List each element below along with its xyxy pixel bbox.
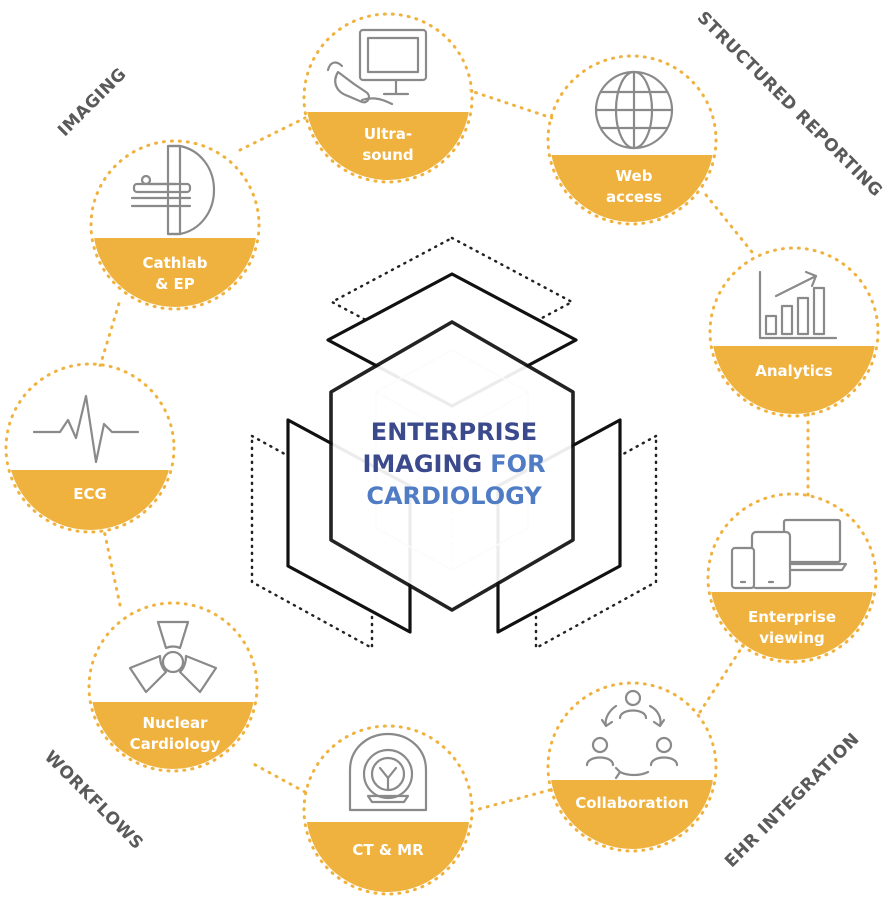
node-web-label-2: access	[606, 188, 662, 206]
globe-icon	[594, 70, 674, 150]
scanner-icon	[348, 732, 428, 812]
node-enterprise-label-2: viewing	[759, 629, 825, 647]
node-nuclear-label-2: Cardiology	[130, 735, 221, 753]
center-title: ENTERPRISE IMAGING FOR CARDIOLOGY	[362, 418, 545, 510]
node-web-label-1: Web	[616, 167, 653, 185]
node-ultrasound-label-2: sound	[362, 146, 413, 164]
category-imaging: IMAGING	[54, 64, 131, 141]
people-cycle-icon	[585, 689, 679, 780]
ecg-wave-icon	[32, 394, 140, 464]
node-analytics-label: Analytics	[755, 362, 833, 380]
ultrasound-machine-icon	[326, 28, 428, 106]
node-cathlab-ep: Cathlab & EP	[89, 139, 261, 311]
node-enterprise-viewing: Enterprise viewing	[706, 492, 878, 664]
node-analytics: Analytics	[708, 246, 880, 418]
radiation-icon	[128, 620, 218, 694]
node-ecg: ECG	[4, 362, 176, 534]
node-cathlab-label-1: Cathlab	[143, 254, 208, 272]
node-ct-mr-label: CT & MR	[352, 841, 424, 859]
bar-chart-icon	[758, 270, 838, 340]
node-nuclear-cardiology: Nuclear Cardiology	[87, 601, 259, 773]
node-web-access: Web access	[546, 54, 718, 226]
connector-ring	[98, 88, 810, 814]
cathlab-table-icon	[130, 144, 216, 236]
node-cathlab-label-2: & EP	[155, 275, 195, 293]
node-ultrasound: Ultra- sound	[302, 12, 474, 184]
category-structured-reporting: STRUCTURED REPORTING	[693, 8, 886, 201]
category-ehr-integration: EHR INTEGRATION	[721, 729, 864, 872]
node-ct-mr: CT & MR	[302, 724, 474, 896]
node-enterprise-label-1: Enterprise	[748, 608, 836, 626]
title-imaging: IMAGING	[362, 450, 482, 478]
node-collab-label: Collaboration	[575, 794, 689, 812]
title-line-1: ENTERPRISE	[371, 418, 537, 446]
title-for: FOR	[490, 450, 545, 478]
node-collaboration: Collaboration	[546, 681, 718, 853]
devices-icon	[730, 518, 848, 590]
title-line-2: IMAGING FOR	[362, 450, 545, 478]
title-line-3: CARDIOLOGY	[366, 482, 542, 510]
node-ultrasound-label-1: Ultra-	[364, 125, 412, 143]
node-ecg-label: ECG	[73, 485, 107, 503]
category-workflows: WORKFLOWS	[40, 747, 147, 854]
node-nuclear-label-1: Nuclear	[143, 714, 209, 732]
central-hexagon-graphic	[250, 236, 658, 651]
